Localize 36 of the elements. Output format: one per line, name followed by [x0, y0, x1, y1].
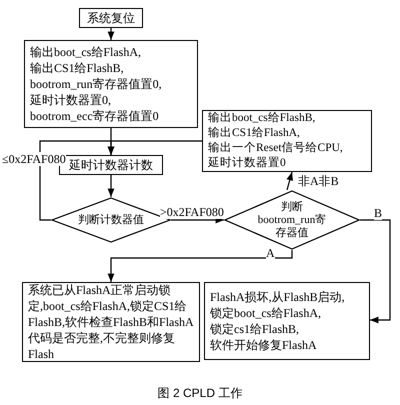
edge-label: B	[374, 206, 382, 220]
arrow	[108, 175, 114, 197]
node-text: 输出一个Reset信号给CPU,	[208, 141, 344, 156]
caption: 图 2 CPLD 工作	[156, 385, 244, 402]
node-text: 延时计数器计数	[69, 157, 153, 173]
node-text: 输出boot_cs给FlashB,	[208, 111, 316, 126]
process-box	[204, 282, 370, 360]
edge-label: A	[266, 246, 275, 260]
arrow	[108, 250, 293, 282]
node-text: 输出boot_cs给FlashA,	[30, 44, 142, 60]
node-text: 系统已从FlashA正常启动锁定,boot_cs给FlashA,锁定CS1给FlashB,软件检查FlashB和FlashA代码是否完整,不完整则修复Flash	[28, 282, 194, 362]
edge-label: 非A非B	[298, 174, 339, 188]
process-box	[24, 40, 198, 128]
decision-diamond	[224, 190, 360, 250]
node-text: 锁定cs1给FlashB,	[210, 321, 300, 337]
node-text: FlashA损坏,从FlashB启动,	[210, 289, 346, 305]
edge-label: >0x2FAF080	[160, 205, 224, 219]
arrow	[108, 28, 114, 40]
node-text: bootrom_ecc寄存器值置0	[30, 108, 160, 124]
node-text: bootrom_run寄存器值置0,	[30, 76, 163, 92]
node-text: 软件开始修复FlashA	[210, 337, 318, 353]
arrow	[286, 172, 293, 190]
node-text: 锁定boot_cs给FlashA,	[210, 305, 322, 321]
arrow	[360, 219, 391, 324]
node-text: 判断计数器值	[78, 214, 144, 226]
process-box	[202, 110, 372, 172]
arrow	[108, 140, 202, 155]
node-text: 系统复位	[87, 10, 135, 26]
edge-label: ≤0x2FAF080	[2, 152, 66, 166]
node-text: 输出CS1给FlashB,	[30, 60, 125, 76]
node-text: 判断bootrom_run寄存器值	[256, 200, 328, 240]
node-text: 延时计数器置0	[208, 156, 287, 171]
node-text: 输出CS1给FlashA,	[208, 126, 301, 141]
node-text: 延时计数器置0,	[30, 92, 112, 108]
arrow	[171, 216, 224, 224]
process-box	[79, 8, 143, 28]
